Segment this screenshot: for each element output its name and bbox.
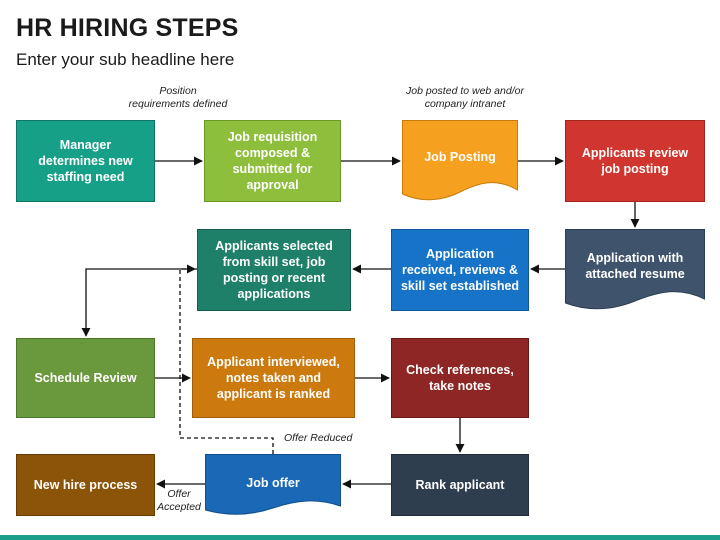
note-offer-accepted: Offer Accepted xyxy=(150,488,208,514)
step-applicant-interviewed: Applicant interviewed, notes taken and a… xyxy=(192,338,355,418)
note-position-line2: requirements defined xyxy=(128,98,228,110)
arrow-selected-to-schedule xyxy=(81,268,197,337)
note-offer-accepted-line1: Offer xyxy=(167,488,191,500)
note-job-posted: Job posted to web and/or company intrane… xyxy=(385,85,545,111)
step-schedule-review: Schedule Review xyxy=(16,338,155,418)
application-resume-shape xyxy=(565,229,705,310)
footer-accent-bar xyxy=(0,535,720,540)
step-check-references: Check references, take notes xyxy=(391,338,529,418)
note-job-posted-line2: company intranet xyxy=(424,98,506,110)
step-new-hire: New hire process xyxy=(16,454,155,516)
step-applicants-review: Applicants review job posting xyxy=(565,120,705,202)
note-job-posted-line1: Job posted to web and/or xyxy=(406,85,524,97)
job-posting-shape xyxy=(402,120,518,201)
step-application-resume: Application with attached resume xyxy=(585,251,685,281)
step-applicants-selected: Applicants selected from skill set, job … xyxy=(197,229,351,311)
page-title: HR HIRING STEPS xyxy=(16,14,239,42)
note-offer-accepted-line2: Accepted xyxy=(157,501,201,513)
step-job-requisition: Job requisition composed & submitted for… xyxy=(204,120,341,202)
note-position-requirements: Position requirements defined xyxy=(118,85,238,111)
note-offer-reduced: Offer Reduced xyxy=(284,432,353,444)
step-job-offer: Job offer xyxy=(246,476,300,490)
step-job-posting: Job Posting xyxy=(424,150,496,164)
step-manager: Manager determines new staffing need xyxy=(16,120,155,202)
arrow-offer-reduced-loop xyxy=(179,264,274,454)
page-subtitle: Enter your sub headline here xyxy=(16,50,235,69)
step-rank-applicant: Rank applicant xyxy=(391,454,529,516)
job-offer-shape xyxy=(205,454,341,515)
note-position-line1: Position xyxy=(159,85,197,97)
step-application-received: Application received, reviews & skill se… xyxy=(391,229,529,311)
